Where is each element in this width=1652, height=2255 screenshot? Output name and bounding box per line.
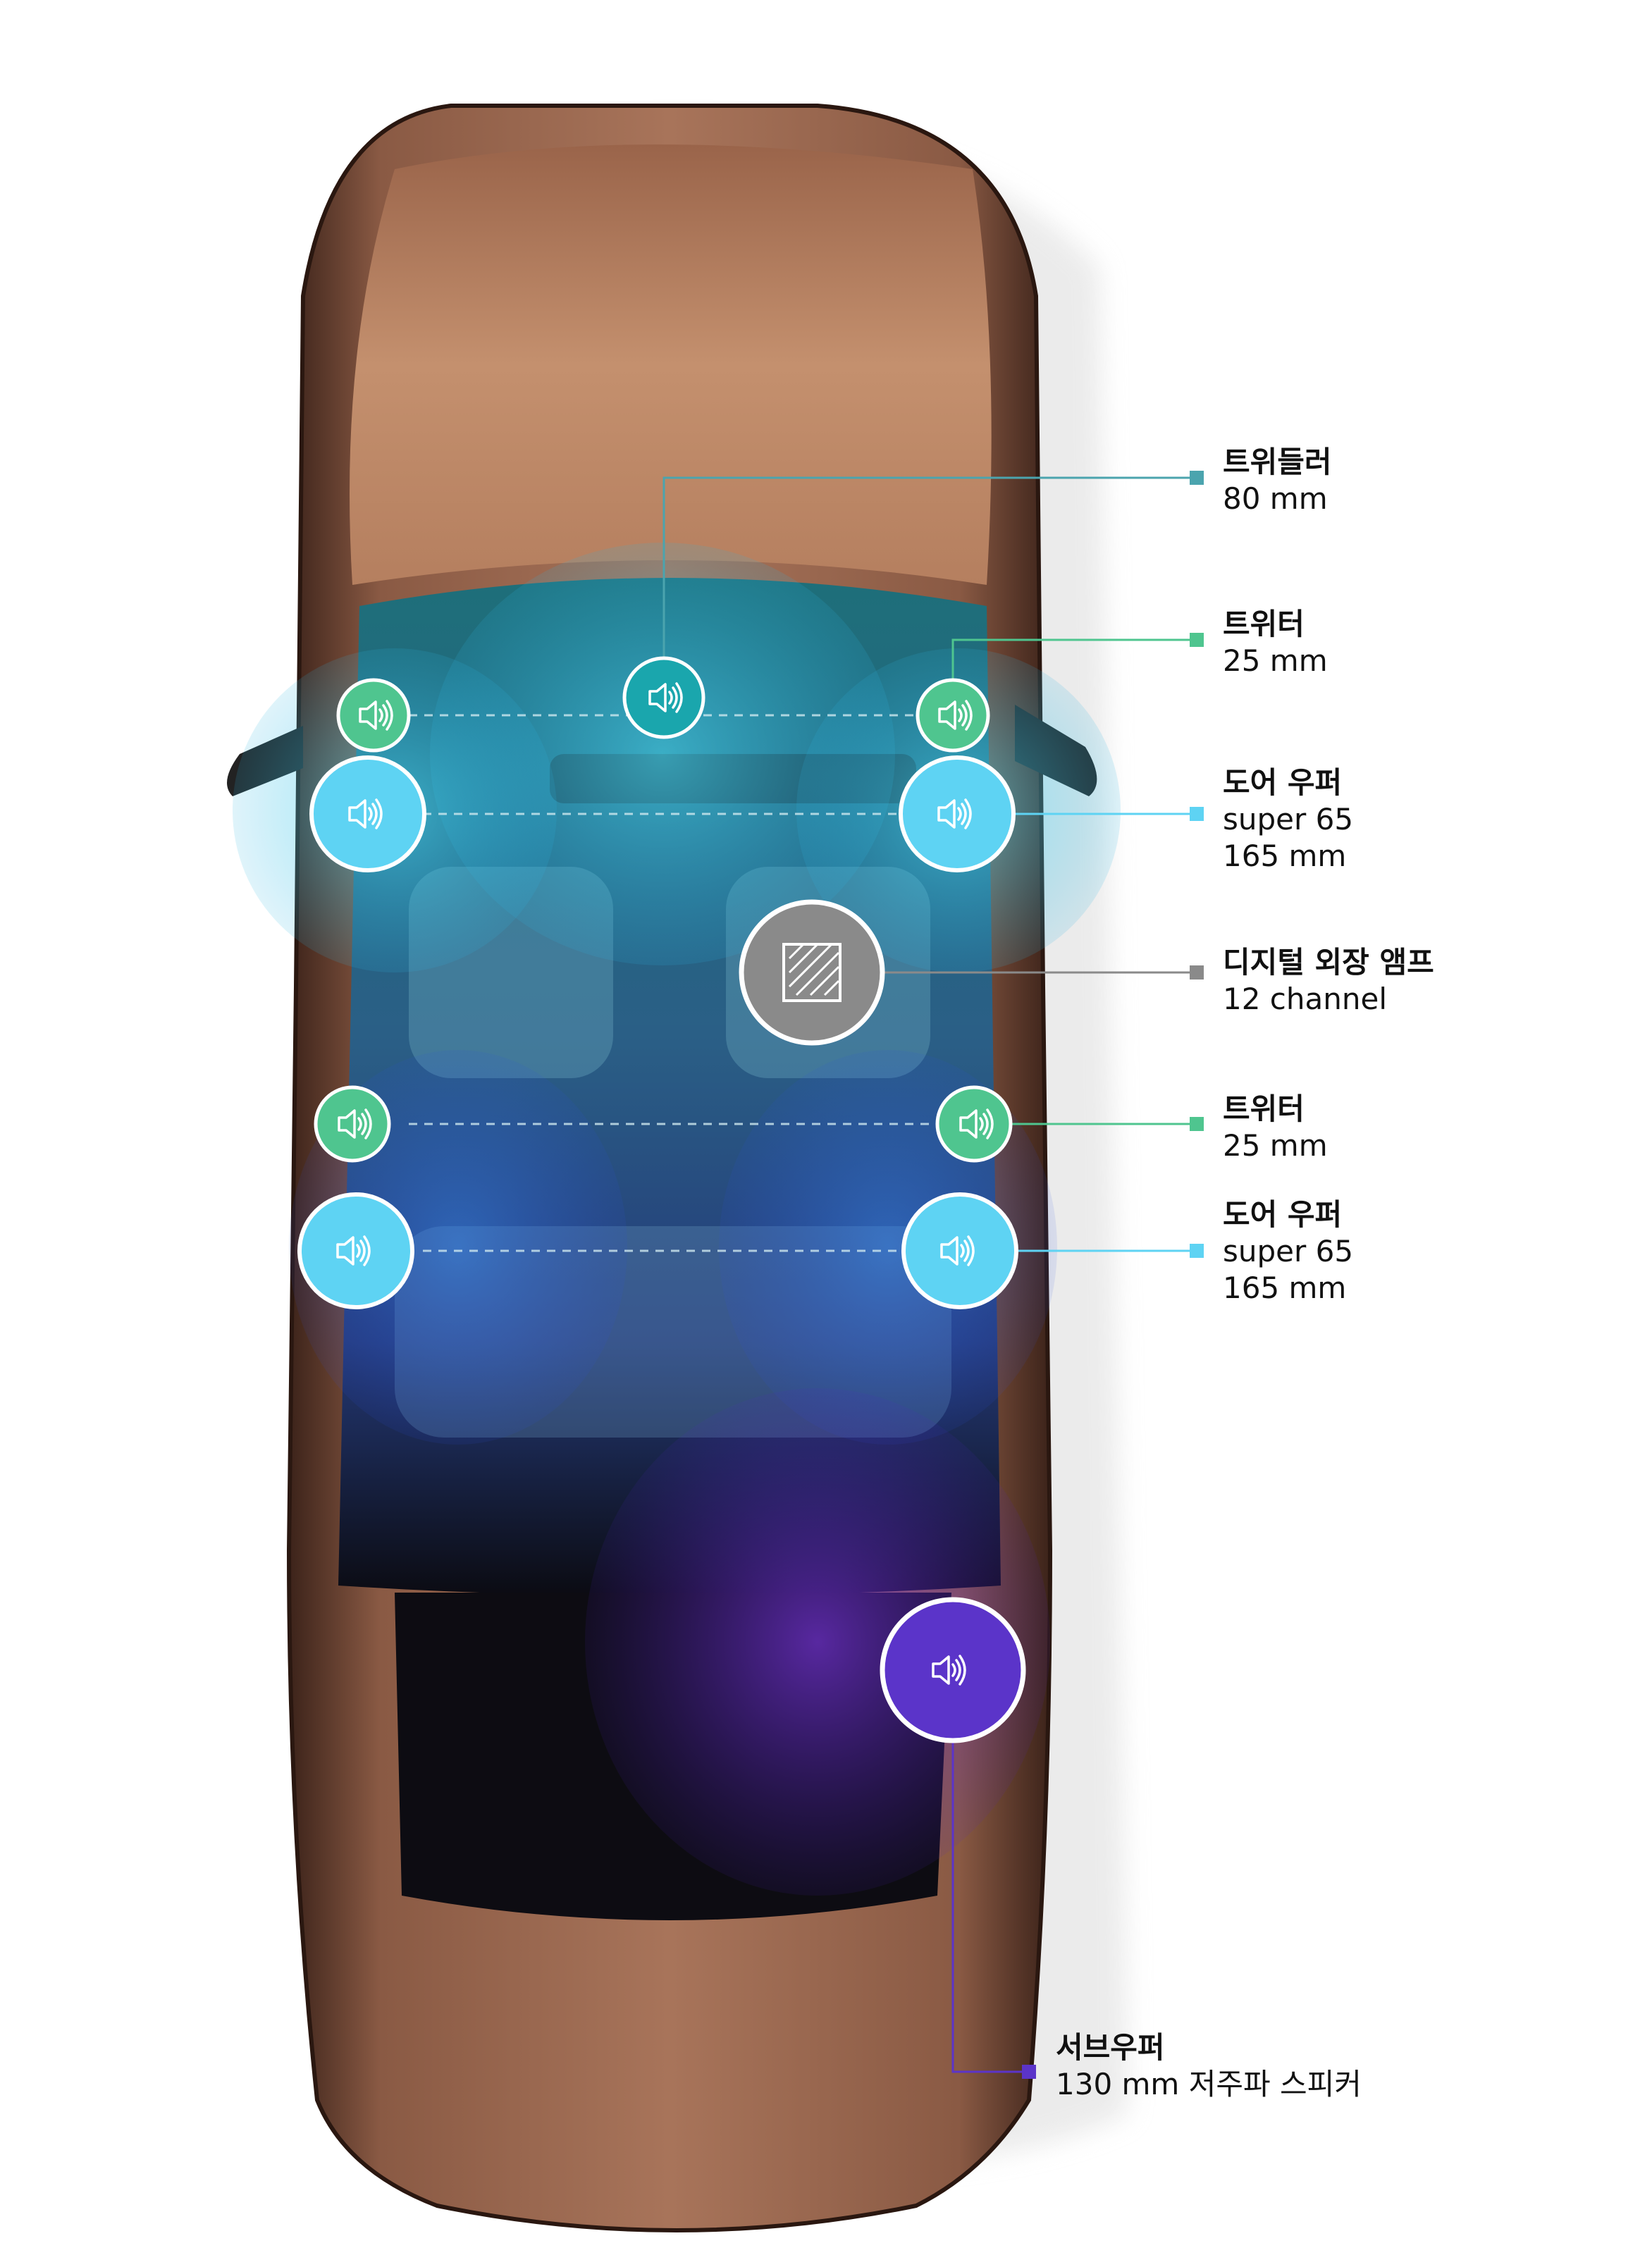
amplifier-icon <box>782 943 842 1002</box>
rear-left-door-woofer[interactable] <box>297 1192 414 1309</box>
rear-right-tweeter[interactable] <box>935 1085 1013 1163</box>
rear-door-woofer-spec-1: super 65 <box>1223 1234 1354 1268</box>
front-left-tweeter[interactable] <box>336 678 411 753</box>
rear-right-door-woofer[interactable] <box>901 1192 1018 1309</box>
rear-door-woofer-label: 도어 우퍼 super 65 165 mm <box>1223 1197 1353 1306</box>
subwoofer-title: 서브우퍼 <box>1056 2030 1165 2065</box>
center-speaker-spec: 80 mm <box>1223 481 1328 516</box>
center-speaker-label: 트위들러 80 mm <box>1223 444 1332 517</box>
rear-tweeter-spec: 25 mm <box>1223 1128 1328 1163</box>
subwoofer-spec: 130 mm 저주파 스피커 <box>1056 2067 1362 2101</box>
subwoofer-glow <box>585 1388 1050 1896</box>
leader-lines <box>662 476 1190 2073</box>
amplifier-title: 디지털 외장 앰프 <box>1223 945 1434 980</box>
front-tweeter-label: 트위터 25 mm <box>1223 606 1328 679</box>
car-hood <box>350 144 992 585</box>
front-door-woofer-title: 도어 우퍼 <box>1223 765 1343 800</box>
front-left-door-woofer[interactable] <box>309 755 426 872</box>
rear-door-woofer-title: 도어 우퍼 <box>1223 1197 1343 1232</box>
center-speaker-title: 트위들러 <box>1223 445 1332 479</box>
rear-tweeter-label: 트위터 25 mm <box>1223 1091 1328 1164</box>
front-right-door-woofer[interactable] <box>899 755 1016 872</box>
front-tweeter-spec: 25 mm <box>1223 643 1328 678</box>
center-speaker[interactable] <box>622 656 705 739</box>
front-tweeter-title: 트위터 <box>1223 607 1305 641</box>
rear-left-tweeter[interactable] <box>314 1085 391 1163</box>
front-right-tweeter[interactable] <box>916 678 990 753</box>
subwoofer-label: 서브우퍼 130 mm 저주파 스피커 <box>1056 2030 1362 2103</box>
amplifier[interactable] <box>739 899 885 1046</box>
car-body <box>227 104 1121 2232</box>
front-door-woofer-spec-2: 165 mm <box>1223 839 1347 873</box>
rear-door-woofer-spec-2: 165 mm <box>1223 1271 1347 1305</box>
amplifier-label: 디지털 외장 앰프 12 channel <box>1223 944 1434 1018</box>
subwoofer[interactable] <box>880 1597 1026 1743</box>
front-door-woofer-spec-1: super 65 <box>1223 802 1354 836</box>
rear-tweeter-title: 트위터 <box>1223 1092 1305 1126</box>
label-bullets <box>1022 471 1204 2079</box>
amplifier-spec: 12 channel <box>1223 982 1387 1016</box>
front-door-woofer-label: 도어 우퍼 super 65 165 mm <box>1223 765 1353 875</box>
